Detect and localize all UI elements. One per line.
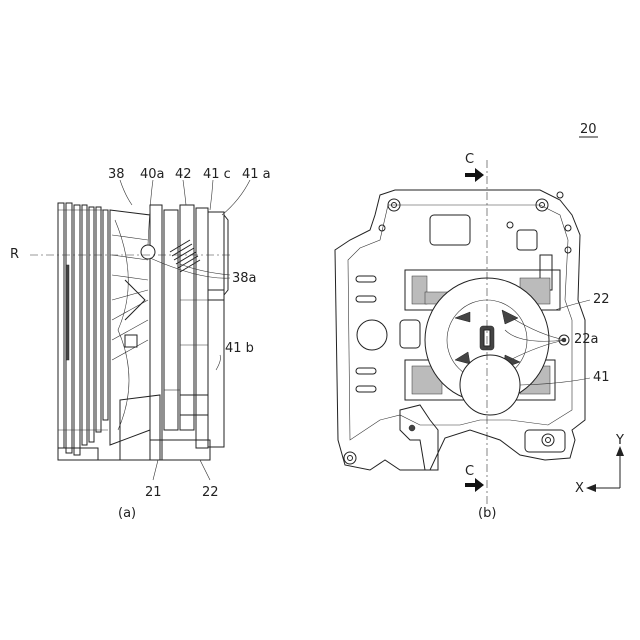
label-41b: 41 b	[225, 341, 254, 356]
label-38: 38	[108, 167, 125, 182]
axis-y-label: Y	[615, 433, 624, 448]
caption-a: (a)	[118, 506, 136, 521]
leader-lines-a	[120, 180, 250, 480]
label-21: 21	[145, 485, 162, 500]
axis-r-label: R	[10, 247, 19, 262]
label-22-b: 22	[593, 292, 610, 307]
section-label-top: C	[465, 152, 474, 167]
label-41a: 41 a	[242, 167, 271, 182]
label-40a: 40a	[140, 167, 165, 182]
section-label-bottom: C	[465, 464, 474, 479]
label-41: 41	[593, 370, 610, 385]
view-b-front-view: C C 22 22a 41 (b) Y X	[335, 152, 624, 521]
caption-b: (b)	[478, 506, 496, 521]
label-41c: 41 c	[203, 167, 231, 182]
bottom-bracket	[400, 405, 565, 470]
figure-number: 20	[579, 122, 598, 137]
plates-right	[150, 205, 228, 460]
xy-axis-indicator: Y X	[575, 433, 624, 496]
label-38a: 38a	[232, 271, 257, 286]
figure-number-text: 20	[580, 122, 597, 137]
ball-40a	[141, 245, 155, 259]
lens-41	[460, 355, 520, 415]
arrow-right-icon	[465, 168, 484, 182]
label-22a: 22a	[574, 332, 599, 347]
arrow-right-icon	[465, 478, 484, 492]
label-42: 42	[175, 167, 192, 182]
view-a-cross-section: R 38 40a 42 41 c 41 a 38a 41 b 21 22 (a)	[10, 167, 271, 521]
axis-x-label: X	[575, 481, 584, 496]
label-22-a: 22	[202, 485, 219, 500]
lens-stack	[58, 203, 130, 460]
